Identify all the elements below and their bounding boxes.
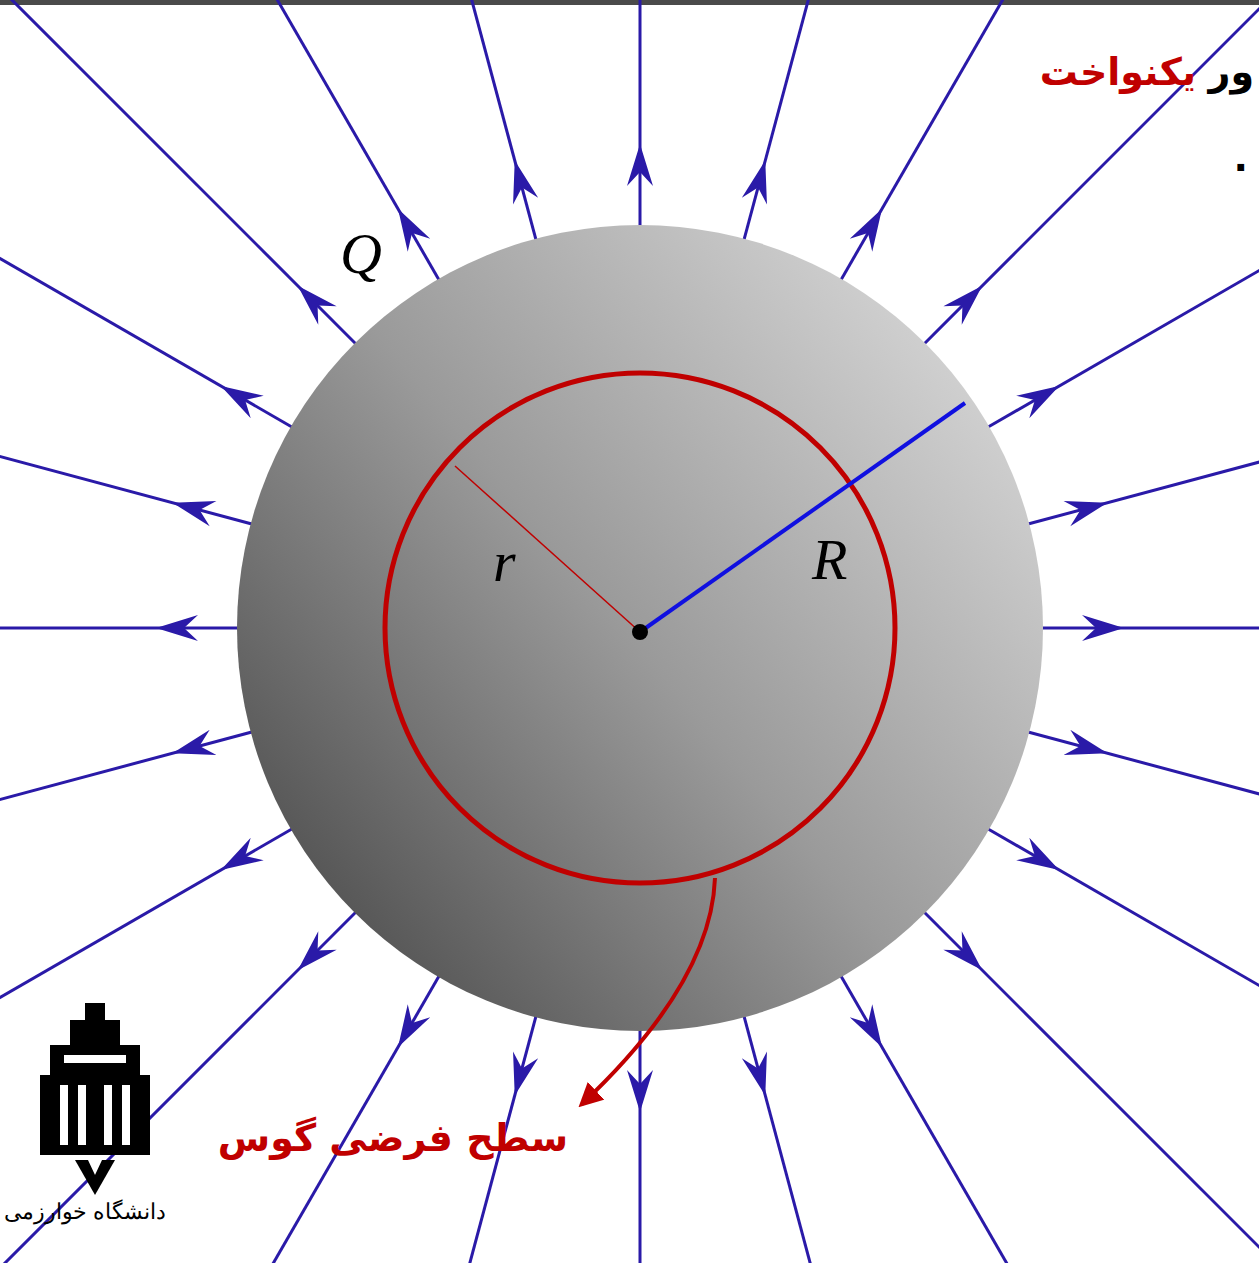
field-arrowhead bbox=[513, 1052, 538, 1096]
field-line bbox=[0, 730, 258, 861]
leader-line bbox=[582, 878, 715, 1104]
field-arrowhead bbox=[172, 501, 216, 526]
field-line bbox=[0, 627, 245, 630]
field-arrowheads bbox=[156, 144, 1124, 1112]
field-arrowhead bbox=[298, 931, 337, 970]
field-line bbox=[190, 970, 443, 1263]
field-line bbox=[0, 395, 258, 526]
field-line bbox=[1022, 730, 1259, 861]
field-arrowhead bbox=[221, 838, 264, 870]
field-line bbox=[1035, 627, 1259, 630]
field-line bbox=[4, 907, 361, 1263]
radius-label: R bbox=[812, 528, 847, 592]
field-line bbox=[639, 0, 642, 233]
field-arrowhead bbox=[398, 209, 430, 252]
field-arrowhead bbox=[221, 386, 264, 418]
field-arrowhead bbox=[1016, 838, 1059, 870]
field-arrowhead bbox=[298, 286, 337, 325]
field-arrowhead bbox=[172, 730, 216, 755]
field-arrowhead bbox=[627, 144, 653, 186]
field-arrowhead bbox=[1064, 501, 1108, 526]
field-arrowhead bbox=[156, 615, 198, 641]
field-arrowhead bbox=[513, 160, 538, 204]
radius-r-line bbox=[455, 466, 640, 632]
field-line bbox=[1022, 395, 1259, 526]
field-line bbox=[838, 0, 1091, 286]
charge-symbol: Q bbox=[340, 222, 382, 286]
gauss-surface bbox=[385, 373, 895, 883]
field-line bbox=[407, 0, 538, 246]
top-bar bbox=[0, 0, 1259, 5]
radius-R-line bbox=[640, 403, 965, 632]
field-line bbox=[982, 826, 1259, 1079]
field-arrowhead bbox=[850, 209, 882, 252]
field-arrowhead bbox=[850, 1004, 882, 1047]
heading-fragment: . bbox=[1234, 138, 1248, 180]
field-arrowhead bbox=[1016, 386, 1059, 418]
field-arrowhead bbox=[742, 160, 767, 204]
field-arrowhead bbox=[1064, 730, 1108, 755]
field-line bbox=[919, 0, 1259, 349]
charged-sphere bbox=[237, 225, 1043, 1031]
field-line bbox=[190, 0, 443, 286]
field-line bbox=[838, 970, 1091, 1263]
field-line bbox=[919, 907, 1259, 1263]
field-line bbox=[4, 0, 361, 349]
field-arrowhead bbox=[398, 1004, 430, 1047]
field-arrowhead bbox=[742, 1052, 767, 1096]
field-line bbox=[742, 0, 873, 246]
field-line bbox=[982, 178, 1259, 431]
center-dot bbox=[632, 624, 648, 640]
field-arrowhead bbox=[943, 931, 982, 970]
university-name: دانشگاه خوارزمی bbox=[4, 1200, 166, 1224]
gauss-surface-label: سطح فرضی گوس bbox=[218, 1118, 568, 1160]
heading-highlight: یکنواخت bbox=[1040, 52, 1196, 94]
field-arrowhead bbox=[627, 1070, 653, 1112]
field-line bbox=[0, 826, 298, 1079]
field-line bbox=[0, 178, 298, 431]
heading-fragment: ور bbox=[1209, 52, 1255, 94]
field-arrowhead bbox=[943, 286, 982, 325]
radius-label: r bbox=[493, 530, 516, 594]
field-line bbox=[639, 1023, 642, 1263]
university-logo bbox=[40, 1003, 150, 1195]
field-arrowhead bbox=[1082, 615, 1124, 641]
field-line bbox=[742, 1010, 873, 1263]
